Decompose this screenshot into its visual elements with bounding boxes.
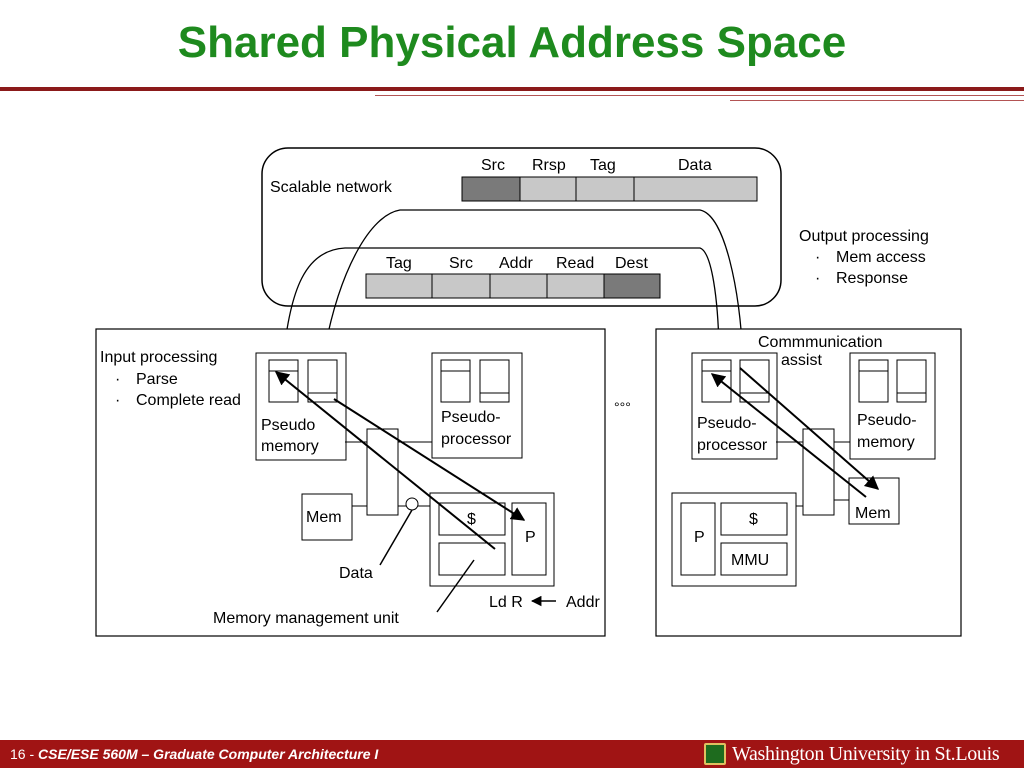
packet-field-rrsp — [519, 176, 577, 202]
pseudo-processor-label: Pseudo- — [441, 409, 501, 426]
data-tap-icon — [405, 497, 419, 511]
processor-box — [680, 502, 716, 576]
queue-buffer — [307, 359, 338, 403]
pseudo-memory-label: memory — [857, 434, 915, 451]
addr-label: Addr — [566, 594, 600, 611]
data-label: Data — [339, 565, 373, 582]
processor-label: P — [525, 529, 536, 546]
university-seal-icon — [704, 743, 726, 765]
pseudo-memory-label: Pseudo- — [857, 412, 917, 429]
response-arrow — [710, 373, 867, 498]
request-arrow — [274, 371, 496, 550]
more-nodes-ellipsis: °°° — [614, 399, 631, 415]
ld-r-label: Ld R — [489, 594, 523, 611]
response-arrow — [333, 398, 526, 521]
queue-buffer — [440, 359, 471, 403]
packet-label-src: Src — [449, 255, 473, 272]
output-processing-item: Mem access — [836, 249, 926, 266]
footer-bar — [0, 740, 1024, 768]
title-rule — [0, 87, 1024, 91]
queue-buffer — [896, 359, 927, 403]
slide-title: Shared Physical Address Space — [177, 18, 847, 67]
packet-field-src — [461, 176, 521, 202]
processor-label: P — [694, 529, 705, 546]
packet-label-dest: Dest — [615, 255, 648, 272]
packet-label-tag: Tag — [590, 157, 616, 174]
shared-address-space-diagram: Scalable network Src Rrsp Tag Data Tag S… — [95, 147, 962, 637]
queue-buffer — [268, 359, 299, 403]
packet-field-addr — [489, 273, 548, 299]
queue-buffer — [858, 359, 889, 403]
request-arrow — [739, 367, 880, 490]
response-path-in — [322, 209, 744, 361]
cache-box — [720, 502, 788, 536]
pseudo-memory-label: Pseudo — [261, 417, 315, 434]
packet-field-tag — [575, 176, 635, 202]
response-packet: Src Rrsp Tag Data — [461, 157, 758, 202]
packet-label-read: Read — [556, 255, 594, 272]
queue-buffer — [701, 359, 732, 403]
pseudo-processor-label: Pseudo- — [697, 415, 757, 432]
memory-box — [301, 493, 353, 541]
slide-number: 16 - — [10, 746, 35, 762]
memory-bus — [802, 428, 835, 516]
mmu-box — [720, 542, 788, 576]
packet-field-dest — [603, 273, 661, 299]
bullet-icon: · — [115, 392, 120, 409]
packet-label-rrsp: Rrsp — [532, 157, 566, 174]
packet-label-addr: Addr — [499, 255, 533, 272]
network-label: Scalable network — [270, 179, 393, 196]
cache-label: $ — [467, 511, 476, 528]
packet-field-src — [431, 273, 491, 299]
input-processing-heading: Input processing — [100, 349, 217, 366]
packet-field-tag — [365, 273, 433, 299]
output-processing-item: Response — [836, 270, 908, 287]
title-rule-thin-2 — [730, 100, 1024, 101]
request-packet: Tag Src Addr Read Dest — [365, 255, 661, 299]
output-processing-heading: Output processing — [799, 228, 929, 245]
bullet-icon: · — [115, 371, 120, 388]
queue-buffer — [479, 359, 510, 403]
footer-caption: 16 - CSE/ESE 560M – Graduate Computer Ar… — [10, 746, 378, 762]
university-name: Washington University in St.Louis — [732, 742, 1000, 765]
title-rule-thin — [375, 95, 1024, 96]
bullet-icon: · — [815, 270, 820, 287]
memory-label: Mem — [855, 505, 891, 522]
input-processing-item: Parse — [136, 371, 178, 388]
packet-label-src: Src — [481, 157, 505, 174]
comm-assist-label: assist — [781, 352, 822, 369]
memory-bus — [366, 428, 399, 516]
mmu-label: MMU — [731, 552, 769, 569]
pseudo-processor-label: processor — [697, 437, 768, 454]
cache-label: $ — [749, 511, 758, 528]
packet-field-data — [633, 176, 758, 202]
mmu-label: Memory management unit — [213, 610, 399, 627]
packet-field-read — [546, 273, 605, 299]
course-title: CSE/ESE 560M – Graduate Computer Archite… — [38, 746, 379, 762]
bullet-icon: · — [815, 249, 820, 266]
input-processing-item: Complete read — [136, 392, 241, 409]
data-pointer — [379, 509, 413, 566]
request-path-out — [282, 247, 724, 361]
memory-label: Mem — [306, 509, 342, 526]
pseudo-processor-label: processor — [441, 431, 512, 448]
comm-assist-label: Commmunication — [758, 334, 882, 351]
university-logo: Washington University in St.Louis — [704, 742, 1000, 765]
packet-label-data: Data — [678, 157, 712, 174]
packet-label-tag: Tag — [386, 255, 412, 272]
mmu-pointer — [436, 559, 475, 613]
pseudo-memory-label: memory — [261, 438, 319, 455]
